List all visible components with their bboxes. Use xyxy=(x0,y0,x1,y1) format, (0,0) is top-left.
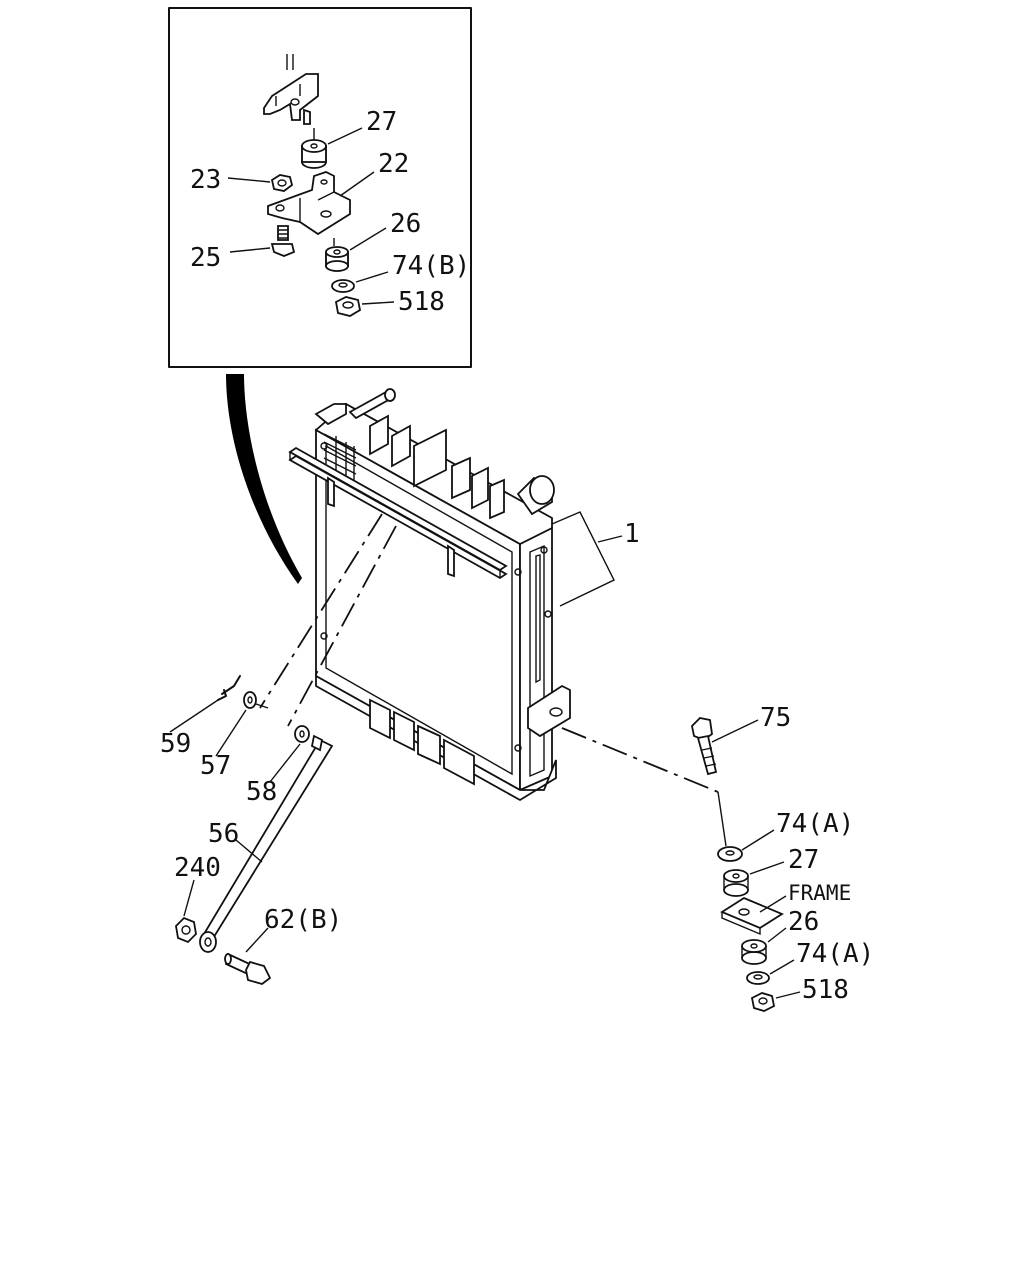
callout-240: 240 xyxy=(174,853,221,883)
leader-74b xyxy=(355,271,389,283)
leader-74a-lower xyxy=(769,959,795,975)
callout-56: 56 xyxy=(208,819,239,849)
radiator-assembly xyxy=(288,388,571,802)
filler-neck xyxy=(516,475,555,516)
support-rail xyxy=(288,446,508,580)
leader-22 xyxy=(339,171,375,197)
inset-pointer-arrow xyxy=(226,374,302,584)
bracket-22 xyxy=(267,171,351,236)
upper-bracket xyxy=(263,54,319,125)
leader-25 xyxy=(229,247,271,253)
callout-1: 1 xyxy=(624,519,640,549)
cushion-27-lower xyxy=(723,869,749,897)
callout-59: 59 xyxy=(160,729,191,759)
clip-59 xyxy=(217,675,241,701)
callout-27-upper: 27 xyxy=(366,107,397,137)
leader-frame xyxy=(759,895,787,913)
callout-58: 58 xyxy=(246,777,277,807)
leader-74a-upper xyxy=(741,829,775,851)
washer-74a-upper xyxy=(717,846,743,862)
leader-240 xyxy=(183,879,195,917)
washer-57 xyxy=(243,691,269,709)
leader-1 xyxy=(551,511,623,607)
stay-rod-56 xyxy=(199,734,334,953)
callout-518-lower: 518 xyxy=(802,975,849,1005)
top-tank-fins xyxy=(369,414,505,520)
cushion-26-upper xyxy=(325,238,349,272)
callout-27-lower: 27 xyxy=(788,845,819,875)
guide-line-58 xyxy=(287,525,397,727)
callout-74a-lower: 74(A) xyxy=(796,939,874,969)
leader-59 xyxy=(169,699,219,733)
leader-518-upper xyxy=(361,301,395,305)
leader-57 xyxy=(215,709,247,757)
guide-line-right-mount xyxy=(561,727,719,793)
washer-58 xyxy=(294,725,310,743)
leader-23 xyxy=(227,177,271,183)
washer-74b xyxy=(331,279,355,293)
cushion-27-upper xyxy=(301,128,327,169)
guide-line-right-drop xyxy=(717,791,727,847)
leader-58 xyxy=(269,743,301,783)
callout-74b: 74(B) xyxy=(392,251,470,281)
bolt-25 xyxy=(270,225,296,257)
callout-frame: FRAME xyxy=(788,881,851,905)
leader-26-lower xyxy=(767,927,787,943)
callout-57: 57 xyxy=(200,751,231,781)
callout-23: 23 xyxy=(190,165,221,195)
nut-518-lower xyxy=(750,992,776,1012)
leader-62b xyxy=(245,927,269,953)
callout-62b: 62(B) xyxy=(264,905,342,935)
detail-inset-frame xyxy=(168,7,472,368)
leader-56 xyxy=(235,839,263,863)
callout-74a-upper: 74(A) xyxy=(776,809,854,839)
nut-518-upper xyxy=(334,296,362,317)
leader-26-upper xyxy=(349,227,387,251)
callout-26-lower: 26 xyxy=(788,907,819,937)
leader-27-lower xyxy=(749,861,785,875)
washer-74a-lower xyxy=(746,971,770,985)
callout-22: 22 xyxy=(378,149,409,179)
bolt-75 xyxy=(691,717,718,776)
nut-240 xyxy=(175,916,197,944)
upper-grille xyxy=(323,433,357,480)
callout-518-upper: 518 xyxy=(398,287,445,317)
leader-75 xyxy=(711,719,759,743)
callout-26-upper: 26 xyxy=(390,209,421,239)
lower-mount-bracket xyxy=(527,684,571,738)
callout-75: 75 xyxy=(760,703,791,733)
cushion-26-lower xyxy=(741,939,767,965)
leader-27-upper xyxy=(327,127,363,145)
detail-inset: 27 23 22 25 xyxy=(168,7,472,368)
bolt-62b xyxy=(224,952,272,985)
nut-23 xyxy=(270,174,294,192)
frame-plate xyxy=(720,896,784,936)
callout-25: 25 xyxy=(190,243,221,273)
lower-tank-fins xyxy=(315,674,557,802)
inlet-pipe xyxy=(348,388,396,420)
guide-line-57 xyxy=(259,513,383,709)
leader-518-lower xyxy=(775,991,801,999)
